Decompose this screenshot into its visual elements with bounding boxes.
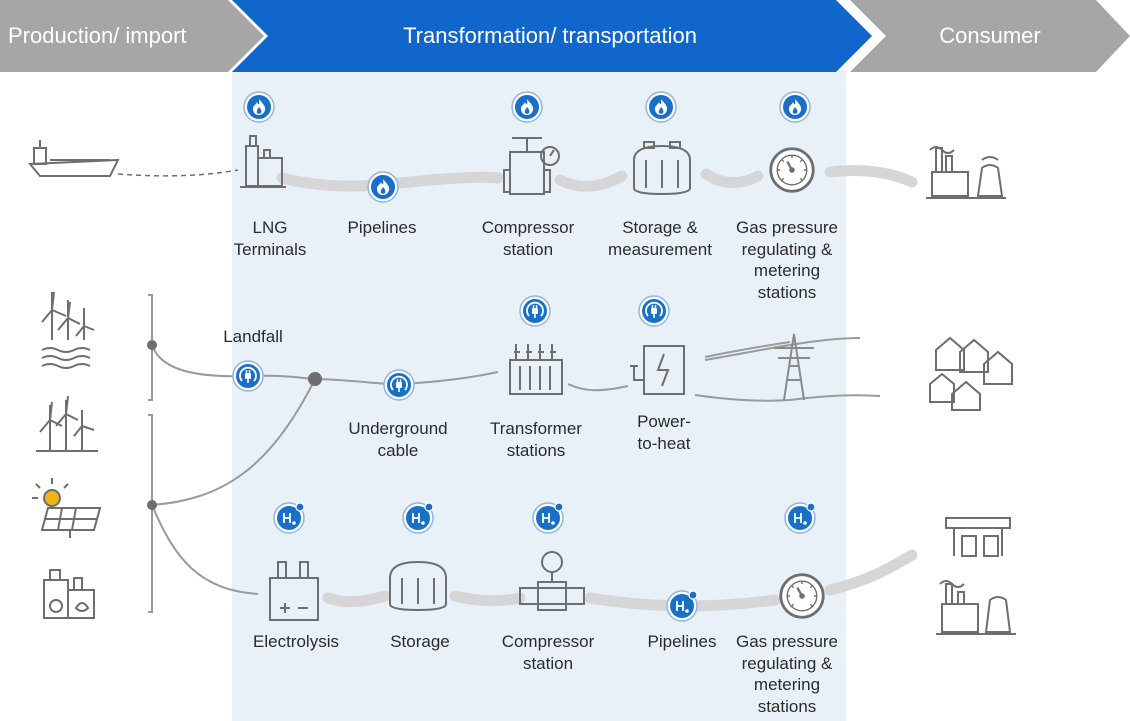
transformer-icon — [509, 344, 563, 395]
gauge-icon — [769, 147, 815, 193]
industrial-plant-icon — [936, 580, 1016, 635]
lng-ship-icon — [27, 140, 120, 177]
lng-terminal-icon — [240, 135, 286, 188]
electrolysis-icon — [269, 561, 319, 621]
gas-flame-icon — [779, 91, 811, 123]
transformation-panel — [232, 70, 846, 721]
hydrogen-icon — [784, 502, 816, 534]
onshore-wind-icon — [36, 395, 98, 452]
label-h2-pipelines: Pipelines — [647, 632, 717, 651]
header-transformation: Transformation/ transportation — [403, 23, 697, 48]
shipping-route — [117, 169, 239, 177]
consumer-arrow — [850, 0, 1130, 72]
junction-dot — [147, 340, 157, 350]
transformation-arrow — [232, 0, 872, 72]
power-to-heat-icon — [630, 345, 685, 395]
gas-pipe — [276, 165, 918, 192]
hydrogen-icon — [532, 502, 564, 534]
storage-tank-icon — [633, 141, 691, 196]
label-power-to-heat: Power-to-heat — [637, 412, 691, 453]
header-consumer: Consumer — [939, 23, 1041, 48]
label-electrolysis: Electrolysis — [253, 632, 339, 651]
power-plug-icon — [519, 295, 551, 327]
biogas-plant-icon — [43, 569, 95, 619]
hydrogen-compressor-icon — [519, 551, 585, 611]
junction-dot — [147, 500, 157, 510]
label-gas-pipelines: Pipelines — [347, 218, 417, 237]
gas-flame-icon — [511, 91, 543, 123]
power-plug-icon — [232, 360, 264, 392]
power-plug-icon — [638, 295, 670, 327]
compressor-valve-icon — [503, 137, 560, 195]
hydrogen-storage-icon — [389, 560, 447, 612]
hydrogen-icon — [666, 590, 698, 622]
solar-panel-icon — [32, 478, 102, 538]
production-arrow — [0, 0, 264, 72]
gas-flame-icon — [645, 91, 677, 123]
power-pylon-icon — [774, 333, 814, 401]
label-landfall: Landfall — [223, 327, 283, 346]
junction-dot — [308, 372, 322, 386]
header-production: Production/ import — [8, 23, 187, 48]
fuel-station-icon — [945, 517, 1011, 557]
power-plug-icon — [383, 369, 415, 401]
power-lines — [148, 294, 881, 613]
gauge-icon — [779, 573, 825, 619]
label-h2-storage: Storage — [390, 632, 450, 651]
hydrogen-icon — [402, 502, 434, 534]
label-gas-storage: Storage &measurement — [608, 218, 712, 259]
industrial-plant-icon — [926, 146, 1006, 199]
hydrogen-icon — [273, 502, 305, 534]
gas-flame-icon — [243, 91, 275, 123]
offshore-wind-icon — [41, 291, 95, 369]
gas-flame-icon — [367, 171, 399, 203]
houses-icon — [929, 336, 1013, 411]
